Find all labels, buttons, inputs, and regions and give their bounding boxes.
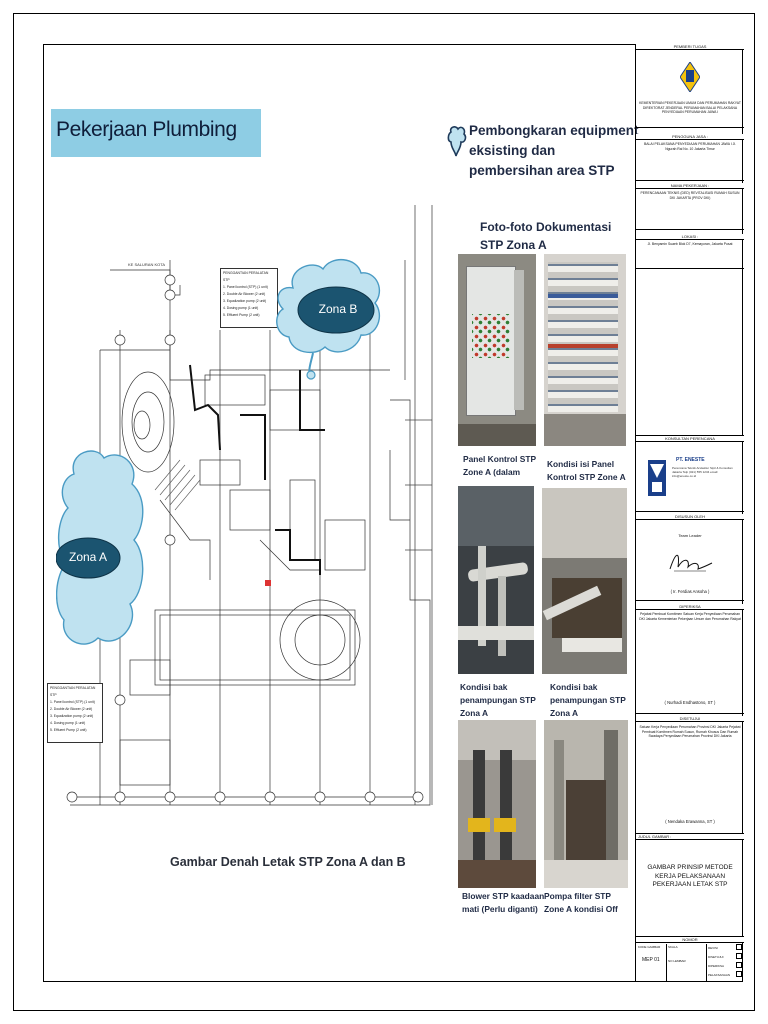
legend-item: 5. Effluent Pump (2 unit) <box>223 313 260 317</box>
disetujui-divider <box>636 716 744 834</box>
legend-item: 3. Equalization pump (2 unit) <box>223 299 267 303</box>
nomor-vdiv-1 <box>666 944 667 982</box>
disusun-divider <box>636 521 744 601</box>
nama-pekerjaan-text: PERENCANAAN TEKNIS (DED) REVITALISASI RU… <box>636 190 744 230</box>
photo-bak-penampungan-2 <box>542 488 627 674</box>
konsultan-head: KONSULTAN PERENCANA <box>636 436 744 442</box>
nama-pekerjaan-head: NAMA PEKERJAAN : <box>636 183 744 189</box>
legend-item: 4. Dosing pump (1 unit) <box>223 306 259 310</box>
caption-panel-kontrol: Panel Kontrol STP Zone A (dalam <box>463 454 536 477</box>
photo-blower <box>458 720 536 888</box>
pemberi-tugas-head: PEMBERI TUGAS <box>636 44 744 50</box>
diperiksa-name: ( Nurhadi Endhastono, ST ) <box>664 700 716 705</box>
caption-pompa: Pompa filter STP Zone A kondisi Off <box>544 891 618 914</box>
status-disetujui[interactable]: DISETUJUI <box>708 953 742 962</box>
legend-item: 4. Dosing pump (1 unit) <box>50 721 86 725</box>
outer-frame <box>13 13 755 1011</box>
diperiksa-text: Pejabat Pembuat Komitmen Satuan Kerja Pe… <box>639 612 741 621</box>
status-pelaksanaan[interactable]: PELAKSANAAN <box>708 971 742 980</box>
legend-item: 5. Effluent Pump (2 unit) <box>50 728 87 732</box>
judul-head: JUDUL GAMBAR : <box>636 834 744 840</box>
status-list: REVISI DISETUJUI DIPERIKSA PELAKSANAAN <box>708 944 742 980</box>
pengguna-jasa-head: PENGGUNA JASA : <box>636 134 744 140</box>
team-leader-label: Team Leader <box>678 533 702 538</box>
stp-marker <box>265 580 271 586</box>
diperiksa-head: DIPERIKSA <box>636 604 744 610</box>
skala-label: SKALA <box>668 945 678 949</box>
status-revisi[interactable]: REVISI <box>708 944 742 953</box>
nomor-head: NOMOR <box>636 937 744 943</box>
judul-divider <box>636 834 744 937</box>
checkbox-icon[interactable] <box>736 962 742 968</box>
konsultan-text: Perencana Teknik Arsitektur Sipil & Kons… <box>672 466 733 478</box>
lokasi-head: LOKASI : <box>636 234 744 240</box>
lokasi-text: Jl. Benyamin Suaeb Blok D7, Kemayoran, J… <box>636 241 744 269</box>
inner-frame <box>43 44 743 982</box>
nomor-vdiv-2 <box>706 944 707 982</box>
legend-title: PENGGANTIAN PERALATAN STP <box>50 686 96 697</box>
no-lembar-label: NO LEMBAR <box>668 959 686 963</box>
legend-zona-b: PENGGANTIAN PERALATAN STP 1. Panel kontr… <box>220 268 278 328</box>
zona-b-label: Zona B <box>318 302 358 316</box>
eneste-logo-icon <box>648 460 666 496</box>
pengguna-jasa-text: BALAI PELAKSANA PENYEDIAAN PERUMAHAN JAW… <box>636 141 744 181</box>
zona-a-label: Zona A <box>68 550 108 564</box>
legend-item: 1. Panel kontrol (STP) (1 unit) <box>223 285 268 289</box>
floor-plan <box>66 205 433 806</box>
pemberi-tugas-text: KEMENTERIAN PEKERJAAN UMUM DAN PERUMAHAN… <box>636 100 744 128</box>
blank-area <box>636 270 744 436</box>
status-diperiksa[interactable]: DIPERIKSA <box>708 962 742 971</box>
legend-title: PENGGANTIAN PERALATAN STP <box>223 271 269 282</box>
konsultan-name: PT. ENESTE <box>676 457 705 463</box>
caption-blower: Blower STP kaadaan mati (Perlu diganti) <box>462 891 545 914</box>
diperiksa-divider <box>636 604 744 714</box>
checkbox-icon[interactable] <box>736 944 742 950</box>
konsultan-divider <box>636 443 744 512</box>
legend-item: 2. Double Air Blower (2 unit) <box>50 707 93 711</box>
team-leader-name: ( Ir. Ferdias Ansoha ) <box>670 589 710 594</box>
caption-bak-1: Kondisi bak penampungan STP Zona A <box>460 682 536 718</box>
zona-b-cloud <box>276 259 380 380</box>
photos-title: Foto-foto Dokumentasi STP Zona A <box>480 220 612 252</box>
disetujui-name: ( Nendaka Erawanna, ST ) <box>665 819 715 824</box>
legend-item: 3. Equalization pump (2 unit) <box>50 714 94 718</box>
photo-panel-kontrol <box>458 254 536 446</box>
slide-title: Pekerjaan Plumbing <box>56 118 237 141</box>
photo-pompa-filter <box>544 720 628 888</box>
judul-text: GAMBAR PRINSIP METODE KERJA PELAKSANAAN … <box>647 864 733 888</box>
ke-saluran-label: KE SALURAN KOTA <box>128 262 166 267</box>
cloud-bullet-icon <box>447 126 467 157</box>
disetujui-head: DISETUJUI <box>636 716 744 722</box>
zona-a-cloud <box>56 450 144 645</box>
checkbox-icon[interactable] <box>736 971 742 977</box>
caption-isi-panel: Kondisi isi Panel Kontrol STP Zone A <box>547 459 626 482</box>
title-banner <box>51 109 261 157</box>
bullet-text: Pembongkaran equipment eksisting dan pem… <box>469 123 639 178</box>
legend-item: 2. Double Air Blower (2 unit) <box>223 292 266 296</box>
title-block: PEMBERI TUGAS KEMENTERIAN PEKERJAAN UMUM… <box>635 44 744 982</box>
legend-zona-a: PENGGANTIAN PERALATAN STP 1. Panel kontr… <box>47 683 103 743</box>
plan-caption: Gambar Denah Letak STP Zona A dan B <box>170 855 406 869</box>
photo-bak-penampungan-1 <box>458 486 534 674</box>
legend-item: 1. Panel kontrol (STP) (1 unit) <box>50 700 95 704</box>
kode-value: MEP 01 <box>642 957 660 963</box>
pu-logo-icon <box>680 62 700 92</box>
checkbox-icon[interactable] <box>736 953 742 959</box>
disusun-head: DISUSUN OLEH <box>636 514 744 520</box>
photo-isi-panel <box>544 254 626 446</box>
disetujui-text: Satuan Kerja Penyediaan Perumahan Provin… <box>639 725 741 739</box>
kode-label: KODE GAMBAR <box>638 945 661 949</box>
caption-bak-2: Kondisi bak penampungan STP Zona A <box>550 682 626 718</box>
signature <box>669 554 713 572</box>
